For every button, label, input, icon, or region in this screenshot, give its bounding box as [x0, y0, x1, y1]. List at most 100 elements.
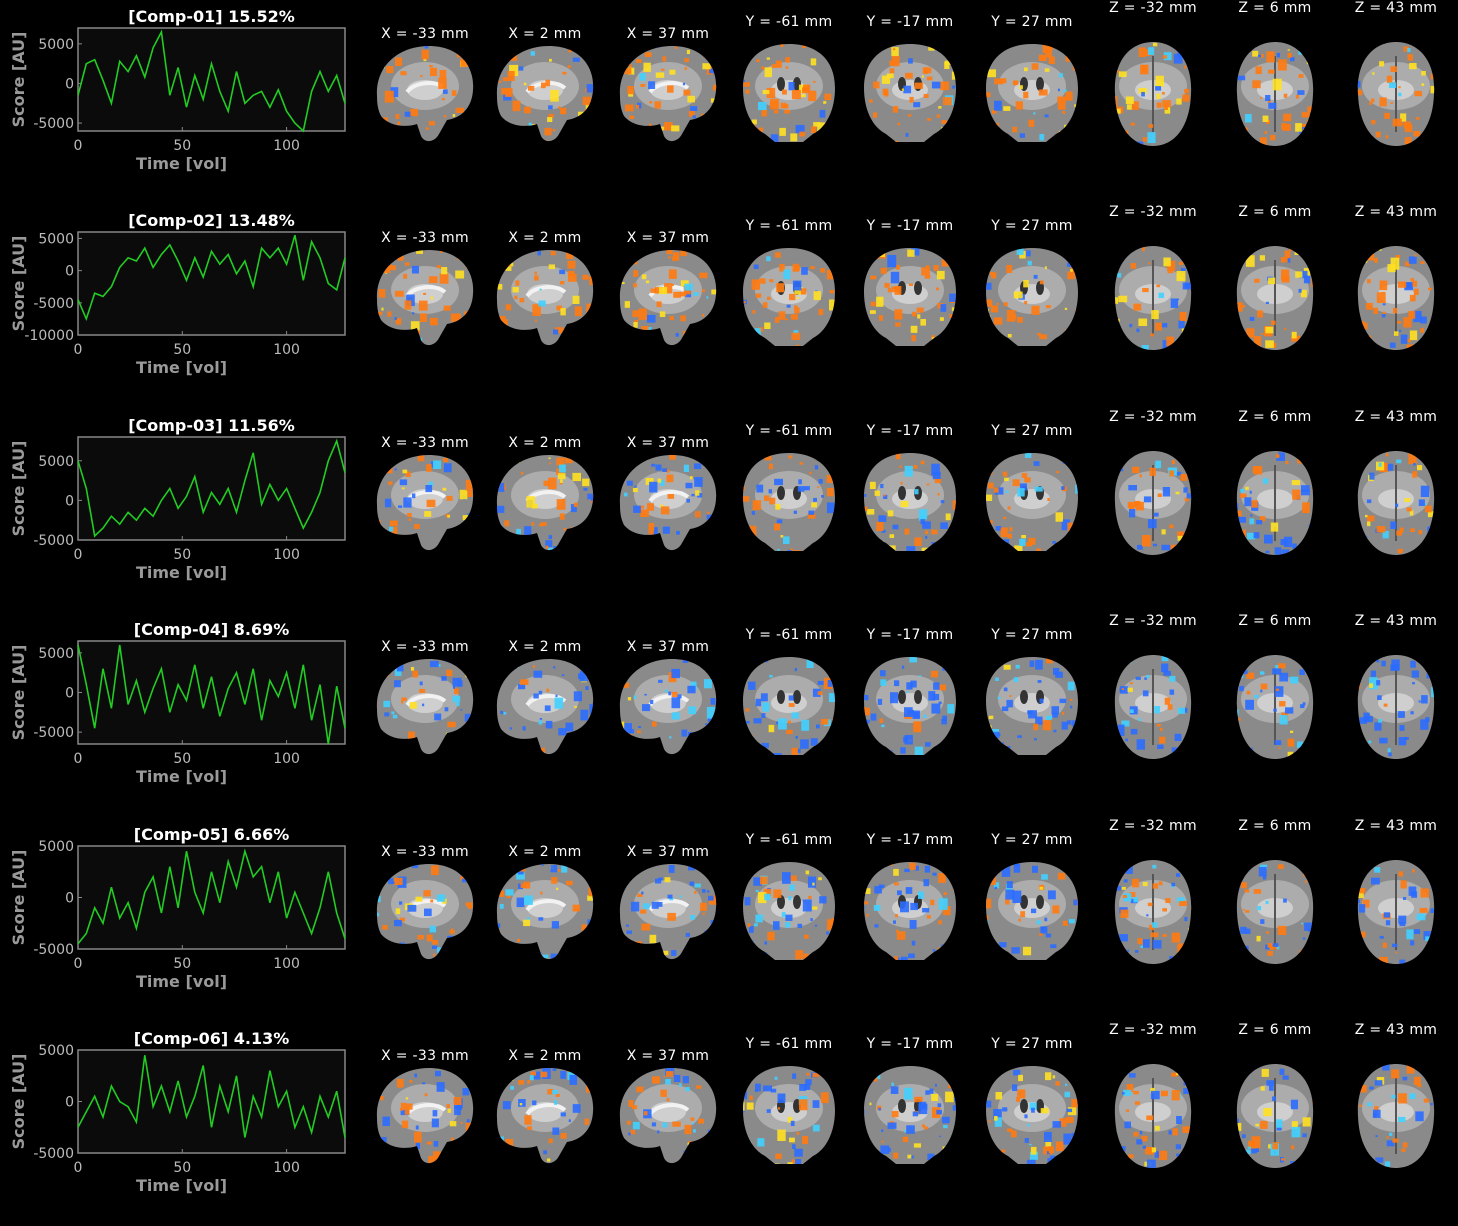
brain-slice-map [1236, 859, 1314, 964]
x-tick-label: 0 [74, 751, 83, 767]
timecourse-line [77, 645, 346, 745]
chart-title: [Comp-04] 8.69% [134, 620, 289, 639]
plot-area [77, 640, 346, 745]
slice-coordinate-label: Y = -61 mm [745, 1036, 833, 1052]
x-tick-label: 0 [74, 956, 83, 972]
brain-slice-map [1114, 42, 1192, 146]
slice-coordinate-label: Z = 6 mm [1238, 0, 1312, 16]
brain-slice-map [1236, 450, 1314, 555]
brain-slice-map [864, 657, 956, 756]
y-tick-label: -5000 [33, 942, 74, 958]
x-axis-label: Time [vol] [136, 972, 227, 991]
brain-slice-map [496, 659, 594, 755]
plot-area [77, 231, 346, 337]
plot-area [77, 27, 346, 132]
brain-slice-map [619, 659, 717, 755]
slice-coordinate-label: X = 2 mm [508, 1048, 582, 1064]
y-tick-label: 5000 [38, 232, 74, 248]
brain-slice-map [1236, 655, 1314, 760]
brain-slice-map [1236, 42, 1314, 146]
slice-coordinate-label: X = 2 mm [508, 230, 582, 247]
chart-title: [Comp-05] 6.66% [134, 825, 289, 844]
slice-coordinate-label: Z = 43 mm [1354, 613, 1438, 630]
y-tick-label: 0 [65, 493, 74, 509]
slice-coordinate-label: X = -33 mm [381, 843, 469, 860]
brain-slice-map [376, 454, 474, 550]
x-tick-label: 100 [273, 138, 300, 154]
slice-coordinate-label: Z = 6 mm [1238, 613, 1312, 630]
brain-slice-map [1357, 450, 1435, 555]
y-tick-label: 0 [65, 76, 74, 92]
slice-coordinate-label: X = -33 mm [381, 230, 469, 247]
y-axis-label: Score [AU] [9, 440, 28, 536]
timecourse-line [77, 438, 346, 538]
x-tick-label: 100 [273, 1160, 300, 1176]
slice-coordinate-label: Y = 27 mm [991, 218, 1073, 235]
y-tick-label: 0 [65, 1095, 74, 1111]
slice-coordinate-label: Z = 43 mm [1354, 1022, 1438, 1038]
brain-slice-map [619, 454, 717, 550]
y-axis-label: Score [AU] [9, 1054, 28, 1150]
brain-slice-map [743, 861, 835, 960]
y-axis-label: Score [AU] [9, 32, 28, 128]
slice-coordinate-label: X = -33 mm [381, 639, 469, 656]
slice-coordinate-label: X = 2 mm [508, 26, 582, 42]
slice-coordinate-label: X = 2 mm [508, 843, 582, 860]
x-tick-label: 50 [173, 138, 191, 154]
brain-slice-map [1114, 450, 1192, 555]
slice-coordinate-label: X = 37 mm [626, 230, 710, 247]
brain-slice-map [1114, 246, 1192, 351]
brain-slice-map [1236, 1064, 1314, 1168]
brain-slice-map [743, 657, 835, 756]
x-tick-label: 0 [74, 547, 83, 563]
slice-coordinate-label: Z = 43 mm [1354, 817, 1438, 834]
timecourse-line [77, 1055, 346, 1138]
x-axis-label: Time [vol] [136, 358, 227, 377]
brain-slice-map [376, 1068, 474, 1164]
brain-slice-map [619, 863, 717, 959]
slice-coordinate-label: X = -33 mm [381, 1048, 469, 1064]
slice-coordinate-label: Z = -32 mm [1109, 0, 1197, 16]
x-tick-label: 100 [273, 751, 300, 767]
y-tick-label: -5000 [33, 296, 74, 312]
slice-coordinate-label: X = 37 mm [626, 843, 710, 860]
slice-coordinate-label: Z = 6 mm [1238, 204, 1312, 221]
y-tick-label: -5000 [33, 116, 74, 132]
slice-coordinate-label: Z = 43 mm [1354, 408, 1438, 425]
x-tick-label: 100 [273, 956, 300, 972]
slice-coordinate-label: Y = 27 mm [991, 831, 1073, 848]
slice-coordinate-label: Z = -32 mm [1109, 204, 1197, 221]
slice-coordinate-label: Y = -61 mm [745, 422, 833, 439]
plot-area [77, 844, 346, 950]
brain-slice-map [496, 454, 594, 550]
slice-coordinate-label: Y = -17 mm [866, 1036, 954, 1052]
chart-title: [Comp-03] 11.56% [128, 416, 295, 435]
brain-slice-map [1357, 246, 1435, 351]
slice-coordinate-label: Y = -17 mm [866, 422, 954, 439]
timecourse-line [77, 235, 346, 322]
slice-coordinate-label: Z = 6 mm [1238, 817, 1312, 834]
slice-coordinate-label: Z = 43 mm [1354, 0, 1438, 16]
brain-slice-map [619, 46, 717, 142]
y-tick-label: 5000 [38, 454, 74, 470]
slice-coordinate-label: Y = -17 mm [866, 218, 954, 235]
slice-coordinate-label: Y = -17 mm [866, 14, 954, 30]
slice-coordinate-label: Y = -61 mm [745, 14, 833, 30]
slice-coordinate-label: Z = 6 mm [1238, 1022, 1312, 1038]
brain-slice-map [743, 248, 835, 347]
slice-coordinate-label: X = 2 mm [508, 434, 582, 451]
slice-coordinate-label: Y = 27 mm [991, 627, 1073, 644]
brain-slice-map [496, 1068, 594, 1164]
slice-coordinate-label: Y = -17 mm [866, 831, 954, 848]
brain-slice-map [864, 44, 956, 142]
x-axis-label: Time [vol] [136, 563, 227, 582]
slice-coordinate-label: Y = 27 mm [991, 14, 1073, 30]
